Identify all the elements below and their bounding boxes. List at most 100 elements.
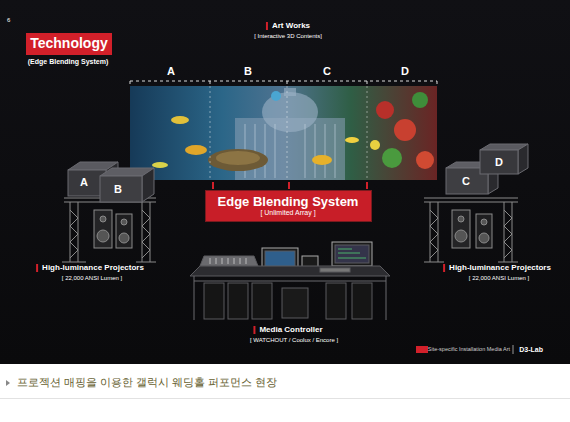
- speaker: [100, 216, 106, 222]
- projection-screen: [208, 149, 268, 171]
- projection-screen: [345, 137, 359, 143]
- subheading: (Edge Blending System): [28, 58, 109, 65]
- projector: [518, 144, 528, 174]
- projection-screen: [210, 86, 367, 180]
- speaker: [455, 230, 467, 242]
- media-controller-desk: [190, 242, 390, 320]
- projection-screen: [185, 145, 207, 155]
- caption-marker: [0, 398, 570, 399]
- speaker: [476, 214, 492, 248]
- projection-screen: [271, 91, 281, 101]
- section-sublabel: [ Interactive 3D Contents]: [254, 33, 322, 39]
- box-heading: Technology: [30, 36, 108, 51]
- footer-note: Site-specific Installation Media Art: [428, 347, 510, 353]
- projector-letter: C: [462, 176, 470, 187]
- speaker: [116, 214, 132, 248]
- box-heading: Edge Blending System: [218, 195, 359, 209]
- technology-box: Technology: [26, 33, 112, 55]
- projector-stand: [424, 198, 518, 202]
- speaker: [479, 233, 489, 243]
- array-bracket: [130, 81, 437, 86]
- segment-letter: A: [167, 66, 175, 77]
- footer-mark: [513, 345, 514, 354]
- speaker: [452, 210, 470, 248]
- media-controller-desk: [335, 245, 369, 263]
- projection-screen: [130, 86, 437, 180]
- media-controller-desk: [194, 276, 386, 320]
- projector-letter: A: [80, 177, 88, 188]
- speaker: [121, 219, 127, 225]
- projection-screen: [171, 116, 189, 124]
- media-controller-desk: [352, 283, 372, 319]
- speaker: [94, 210, 112, 248]
- speaker: [97, 230, 109, 242]
- section-sublabel: [ WATCHOUT / Coolux / Encore ]: [250, 337, 338, 343]
- array-bracket: [130, 81, 437, 86]
- edge-blending-box: Edge Blending System[ Unlimited Array ]: [205, 190, 372, 222]
- section-sublabel: [ 22,000 ANSI Lumen ]: [62, 275, 122, 281]
- media-controller-desk: [200, 256, 258, 266]
- speaker: [481, 219, 487, 225]
- projector: [480, 150, 518, 174]
- projection-screen: [370, 140, 380, 150]
- media-controller-desk: [302, 256, 318, 267]
- section-label: High-luminance Projectors: [36, 264, 144, 272]
- projection-screen: [382, 148, 402, 168]
- blend-tick: [213, 182, 367, 189]
- projection-screen: [245, 124, 335, 178]
- projector: [100, 176, 142, 202]
- figure-caption: 프로젝션 매핑을 이용한 갤럭시 웨딩홀 퍼포먼스 현장: [17, 376, 277, 389]
- projection-screen: [394, 119, 416, 141]
- segment-letter: B: [244, 66, 252, 77]
- projection-screen: [416, 151, 434, 169]
- section-label: Art Works: [266, 22, 310, 30]
- footer-mark: [416, 346, 428, 353]
- projection-screen: [284, 88, 296, 96]
- media-controller-desk: [282, 288, 308, 318]
- media-controller-desk: [326, 283, 346, 319]
- media-controller-desk: [204, 283, 224, 319]
- projector-stand: [142, 202, 150, 262]
- projection-screen: [130, 86, 437, 180]
- array-bracket: [130, 81, 437, 82]
- media-controller-desk: [190, 266, 390, 276]
- media-controller-desk: [252, 283, 272, 319]
- caption-marker: [6, 380, 10, 386]
- projection-screen: [312, 155, 332, 165]
- media-controller-desk: [210, 258, 246, 264]
- footer-brand: D3-Lab: [519, 346, 543, 353]
- blend-tick: [213, 182, 367, 189]
- projector: [142, 168, 154, 202]
- speaker: [119, 233, 129, 243]
- projection-screen: [216, 151, 260, 165]
- section-label: Media Controller: [253, 326, 322, 334]
- speaker: [94, 210, 492, 248]
- section-sublabel: [ 22,000 ANSI Lumen ]: [469, 275, 529, 281]
- projector-stand: [430, 202, 438, 262]
- projection-screen: [152, 162, 168, 168]
- projector-stand: [62, 262, 156, 263]
- media-controller-desk: [338, 249, 366, 258]
- segment-letter: C: [323, 66, 331, 77]
- projection-screen: [262, 92, 318, 132]
- media-controller-desk: [228, 283, 248, 319]
- projector-letter: D: [495, 157, 503, 168]
- projector-stand: [504, 202, 512, 262]
- dark-ground: [0, 0, 570, 364]
- projection-screen: [376, 101, 394, 119]
- media-controller-desk: [320, 268, 350, 272]
- footer-mark: [416, 345, 513, 354]
- segment-letter: D: [401, 66, 409, 77]
- projector-stand: [70, 202, 78, 262]
- box-subtext: [ Unlimited Array ]: [260, 209, 315, 217]
- projector-stand: [424, 262, 518, 263]
- media-controller-desk: [265, 251, 295, 267]
- projection-screen: [412, 92, 428, 108]
- speaker: [458, 216, 464, 222]
- section-label: High-luminance Projectors: [443, 264, 551, 272]
- media-controller-desk: [332, 242, 372, 266]
- projector-letter: B: [114, 184, 122, 195]
- page-number: 6: [7, 17, 10, 23]
- white-ground: [0, 364, 570, 422]
